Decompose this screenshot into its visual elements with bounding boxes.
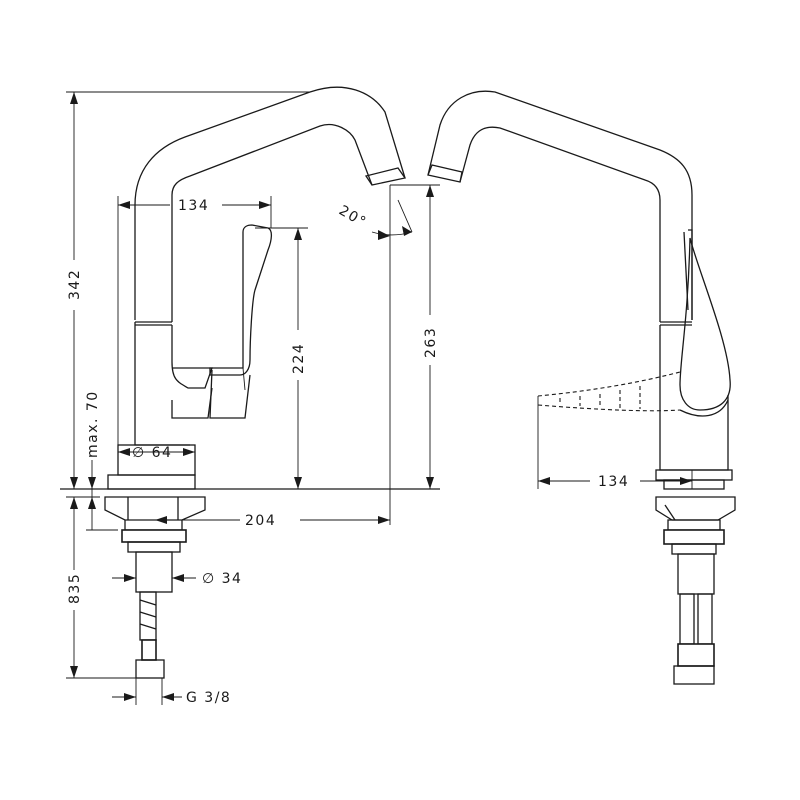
front-view-faucet xyxy=(60,86,440,679)
label-shank-diameter: ∅ 34 xyxy=(202,571,242,587)
dim-underside xyxy=(66,496,136,679)
label-side-reach: 134 xyxy=(598,474,629,490)
label-connection: G 3/8 xyxy=(186,690,231,706)
dim-shank-diameter xyxy=(112,574,196,582)
label-total-height: 342 xyxy=(67,269,83,300)
side-view-faucet xyxy=(427,90,736,685)
dim-base-diameter xyxy=(118,445,196,460)
dim-handle-height xyxy=(255,227,308,489)
dim-max-deck xyxy=(86,460,118,531)
dim-spout-angle xyxy=(371,185,413,525)
label-rotation: 204 xyxy=(245,513,276,529)
label-spout-reach: 134 xyxy=(178,198,209,214)
dim-side-reach xyxy=(537,396,693,489)
label-base-diameter: ∅ 64 xyxy=(132,445,172,461)
label-handle-height: 224 xyxy=(291,343,307,374)
label-underside: 835 xyxy=(67,573,83,604)
label-spout-angle: 20° xyxy=(336,203,369,232)
dim-connection xyxy=(112,678,182,705)
dim-outlet-height xyxy=(390,184,440,489)
label-max-deck: max. 70 xyxy=(85,390,101,458)
label-outlet-height: 263 xyxy=(423,327,439,358)
dim-rotation xyxy=(155,516,390,524)
dim-total-height xyxy=(66,91,310,489)
dim-spout-reach xyxy=(117,196,272,460)
